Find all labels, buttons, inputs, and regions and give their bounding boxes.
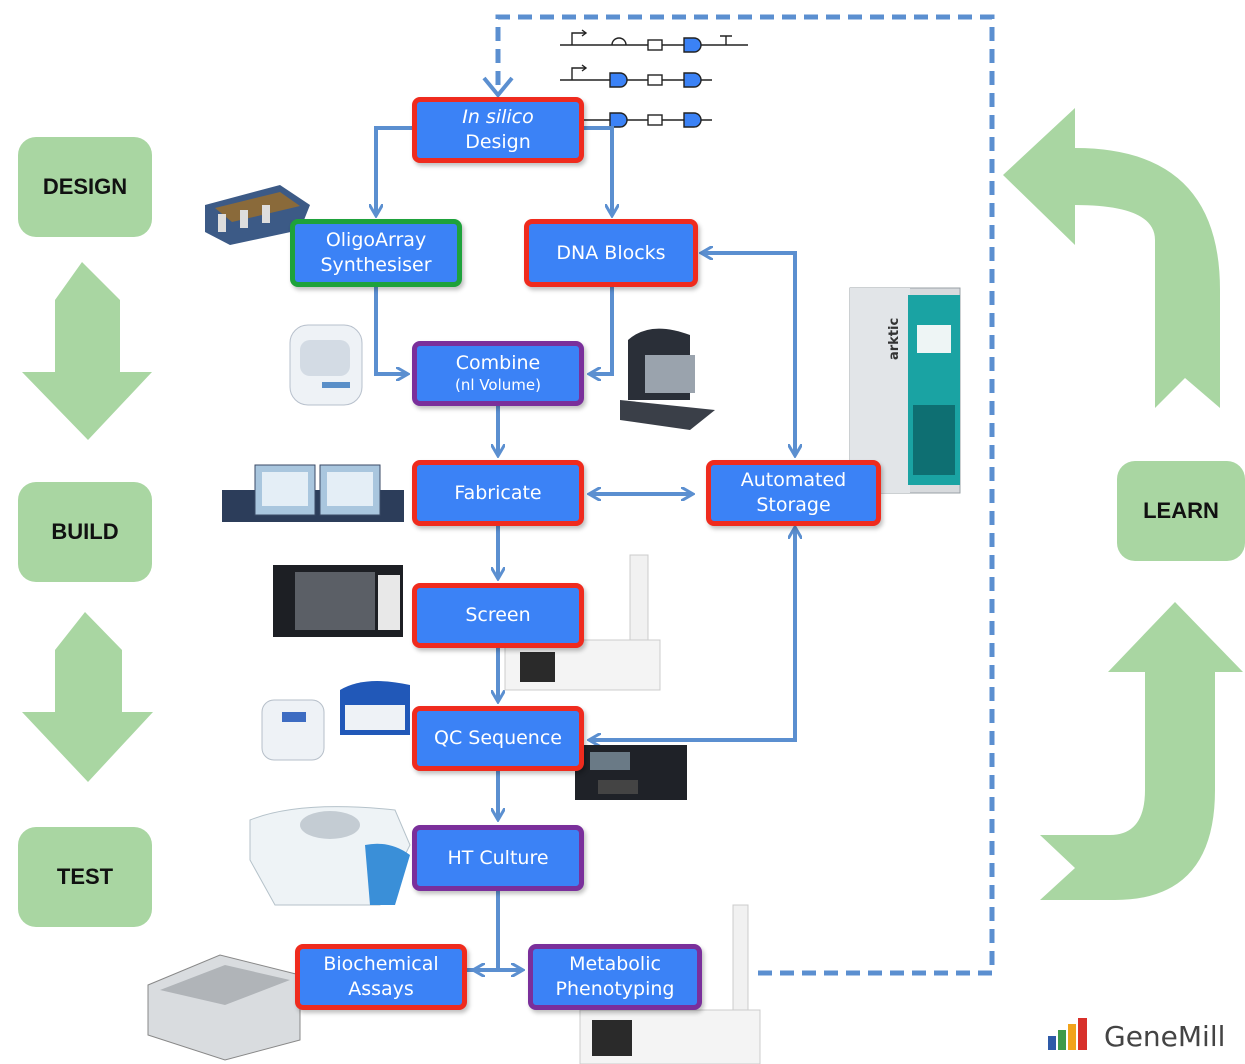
node-automated-storage-line1: Automated (740, 469, 847, 492)
node-fabricate: Fabricate (412, 460, 584, 526)
genemill-logo-mark (1048, 1018, 1087, 1050)
node-biochemical-assays: Biochemical Assays (295, 944, 467, 1010)
phase-build-label: BUILD (51, 519, 119, 544)
node-in-silico-line2: Design (465, 131, 531, 153)
mass-spec-image-screen (504, 554, 661, 691)
node-dna-blocks: DNA Blocks (524, 219, 698, 287)
liquid-handler-image-left (289, 324, 363, 406)
node-metabolic-phenotyping: Metabolic Phenotyping (528, 944, 702, 1010)
mass-spec-image-metabolic (579, 904, 761, 1064)
design-to-build-arrow (22, 262, 152, 440)
phase-design-label: DESIGN (42, 174, 128, 199)
node-in-silico-line1: In silico (462, 106, 534, 129)
node-automated-storage-line2: Storage (756, 494, 831, 516)
node-screen: Screen (412, 583, 584, 648)
node-in-silico-design: In silico Design (412, 97, 584, 163)
node-qc-sequence: QC Sequence (412, 706, 584, 771)
genemill-logo: GeneMill (1046, 1018, 1225, 1052)
node-oligoarray-synthesiser: OligoArray Synthesiser (290, 219, 462, 287)
node-ht-culture: HT Culture (412, 825, 584, 891)
genetic-circuit-glyphs (560, 29, 748, 128)
learn-up-arrow-top (1003, 108, 1220, 408)
node-dna-blocks-line1: DNA Blocks (556, 241, 666, 264)
phase-learn: LEARN (1117, 461, 1245, 561)
node-combine: Combine (nl Volume) (412, 341, 584, 406)
phase-learn-label: LEARN (1143, 498, 1219, 523)
node-biochemical-line2: Assays (348, 978, 414, 1000)
oligo-synthesiser-image (205, 185, 310, 245)
node-metabolic-line2: Phenotyping (555, 978, 675, 1000)
phase-design: DESIGN (18, 137, 152, 237)
node-fabricate-line1: Fabricate (454, 481, 542, 504)
acoustic-dispenser-image (620, 328, 715, 430)
node-oligoarray-line1: OligoArray (325, 229, 427, 252)
node-qc-sequence-line1: QC Sequence (434, 727, 562, 750)
node-combine-line2: (nl Volume) (455, 376, 541, 395)
node-screen-line1: Screen (465, 604, 531, 627)
node-metabolic-line1: Metabolic (569, 953, 661, 976)
phase-build: BUILD (18, 482, 152, 582)
genemill-logo-text: GeneMill (1104, 1020, 1226, 1053)
sequencer-image-right (575, 745, 687, 800)
node-oligoarray-line2: Synthesiser (320, 254, 432, 276)
build-to-test-arrow (22, 612, 153, 782)
node-ht-culture-line1: HT Culture (447, 846, 549, 869)
plate-reader-image (147, 954, 301, 1061)
storage-brand-label: arktic (887, 318, 902, 360)
screening-chamber-image (273, 565, 403, 637)
learn-feedback-loop (482, 14, 995, 976)
learn-up-arrow-bottom (1040, 602, 1243, 900)
node-combine-line1: Combine (455, 352, 541, 375)
phase-test: TEST (18, 827, 152, 927)
automated-storage-image: arktic (849, 287, 961, 494)
fabrication-robot-image (222, 464, 404, 522)
node-automated-storage: Automated Storage (706, 460, 881, 526)
phase-test-label: TEST (56, 864, 114, 889)
culture-incubator-image (249, 806, 411, 906)
sequencer-images-left (261, 681, 410, 761)
node-biochemical-line1: Biochemical (323, 953, 439, 976)
